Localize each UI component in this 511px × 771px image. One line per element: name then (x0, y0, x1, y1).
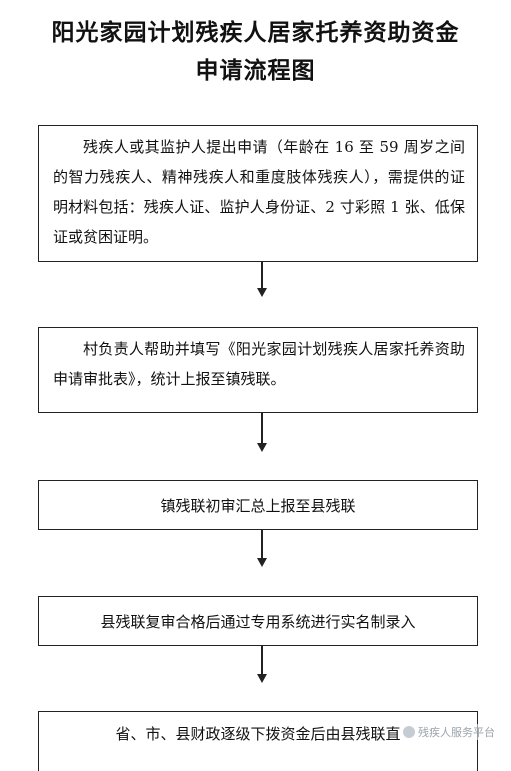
arrow-head-icon (257, 443, 267, 452)
step-text-town-review: 镇残联初审汇总上报至县残联 (160, 497, 356, 515)
step-box-village-fill: 村负责人帮助并填写《阳光家园计划残疾人居家托养资助申请审批表》，统计上报至镇残联… (38, 327, 478, 413)
flow-arrow-1 (257, 262, 267, 298)
watermark-text: 残疾人服务平台 (418, 726, 495, 739)
arrow-shaft (261, 413, 263, 445)
wechat-logo-icon (403, 726, 415, 738)
step-box-apply: 残疾人或其监护人提出申请（年龄在 16 至 59 周岁之间的智力残疾人、精神残疾… (38, 125, 478, 262)
step-box-town-review: 镇残联初审汇总上报至县残联 (38, 480, 478, 530)
step-box-funding: 省、市、县财政逐级下拨资金后由县残联直 (38, 711, 478, 771)
step-text-county-review: 县残联复审合格后通过专用系统进行实名制录入 (100, 613, 416, 631)
step-box-county-review: 县残联复审合格后通过专用系统进行实名制录入 (38, 596, 478, 646)
step-text-apply: 残疾人或其监护人提出申请（年龄在 16 至 59 周岁之间的智力残疾人、精神残疾… (53, 138, 465, 246)
flow-arrow-4 (257, 646, 267, 684)
arrow-head-icon (257, 558, 267, 567)
flowchart-title-line1: 阳光家园计划残疾人居家托养资助资金 (51, 20, 460, 46)
arrow-shaft (261, 262, 263, 290)
watermark: 残疾人服务平台 (401, 724, 497, 740)
arrow-head-icon (257, 674, 267, 683)
arrow-shaft (261, 530, 263, 560)
step-text-funding: 省、市、县财政逐级下拨资金后由县残联直 (115, 725, 401, 743)
step-text-village-fill: 村负责人帮助并填写《阳光家园计划残疾人居家托养资助申请审批表》，统计上报至镇残联… (53, 340, 465, 388)
arrow-head-icon (257, 288, 267, 297)
flow-arrow-3 (257, 530, 267, 568)
flowchart-title-line2: 申请流程图 (195, 58, 316, 84)
arrow-shaft (261, 646, 263, 676)
flow-arrow-2 (257, 413, 267, 453)
